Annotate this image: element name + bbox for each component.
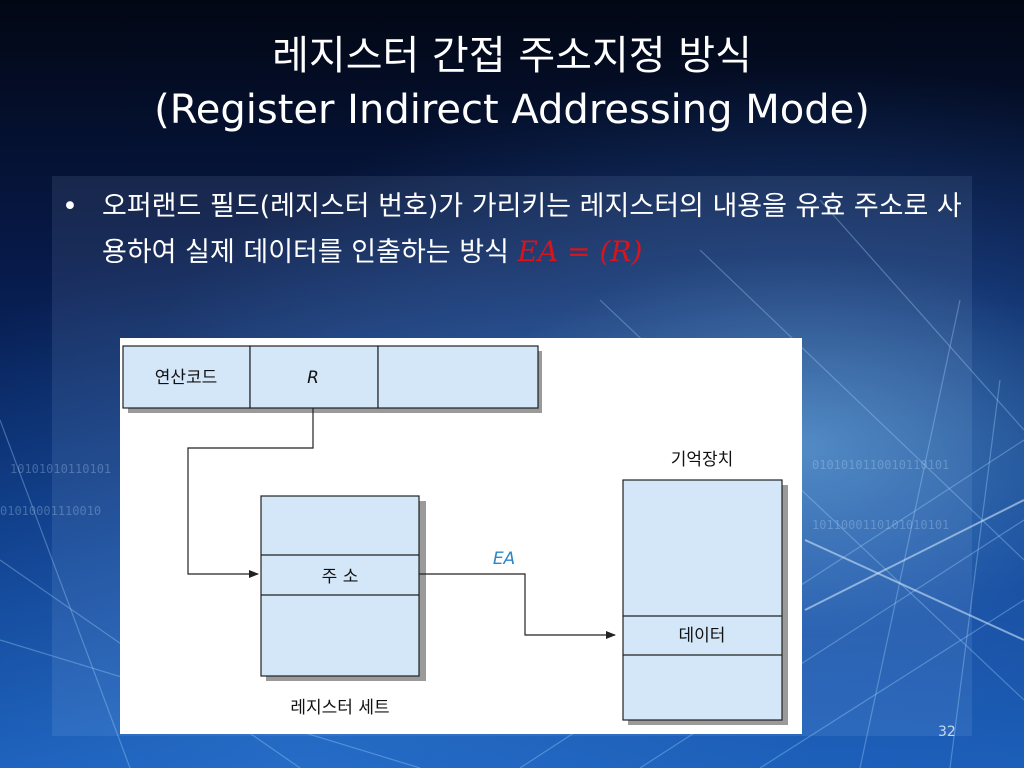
memory: 데이터 기억장치 (622, 450, 788, 725)
ea-label: EA (493, 549, 515, 569)
opcode-field (122, 345, 251, 409)
register-pointer-arrow (187, 408, 314, 578)
slide-title-korean: 레지스터 간접 주소지정 방식 (272, 33, 752, 79)
formula: EA = (R) (517, 235, 643, 268)
bullet-dot: • (62, 191, 78, 222)
register-set-box (260, 495, 420, 677)
memory-box (622, 479, 783, 721)
register-set: 주 소 레지스터 세트 (260, 495, 426, 718)
instruction-format: 연산코드 R (122, 345, 542, 413)
binary-text-right-2: 0101010110010110101 (812, 458, 950, 472)
addressing-diagram: 연산코드 R 주 소 레지스터 세트 EA 데이터 기억장치 (120, 338, 802, 734)
page-number: 32 (938, 724, 956, 740)
binary-text-left-2: 01010001110010 (0, 504, 102, 518)
address-field (377, 345, 539, 409)
register-set-caption: 레지스터 세트 (290, 698, 389, 718)
memory-caption: 기억장치 (671, 450, 734, 470)
bullet-text-block: 오퍼랜드 필드(레지스터 번호)가 가리키는 레지스터의 내용을 유효 주소로 … (102, 184, 962, 275)
opcode-label: 연산코드 (155, 368, 218, 388)
ea-arrow (419, 573, 616, 639)
memory-data-label: 데이터 (679, 626, 726, 646)
slide-title-english: (Register Indirect Addressing Mode) (154, 87, 870, 133)
bullet-text: 오퍼랜드 필드(레지스터 번호)가 가리키는 레지스터의 내용을 유효 주소로 … (102, 191, 962, 268)
register-address-label: 주 소 (322, 567, 359, 587)
binary-text-left-1: 10101010110101 (10, 462, 112, 476)
register-field (249, 345, 379, 409)
register-field-label: R (307, 368, 319, 388)
slide-title: 레지스터 간접 주소지정 방식 (Register Indirect Addre… (0, 30, 1024, 138)
binary-text-right-1: 1011000110101010101 (812, 518, 950, 532)
